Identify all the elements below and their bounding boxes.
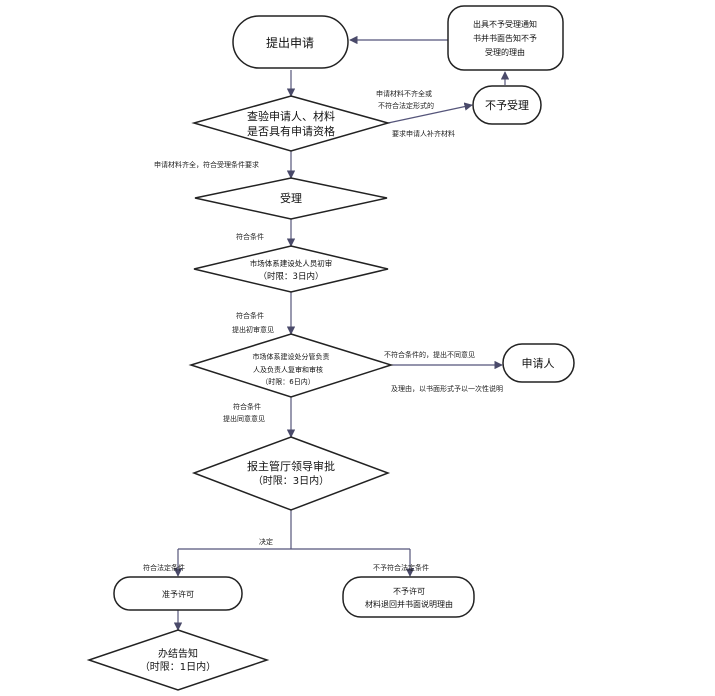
node-close-line2: （时限：1日内） — [140, 660, 216, 673]
node-reject-accept-label: 不予受理 — [485, 99, 529, 112]
node-review2-line3: （时限：6日内） — [261, 377, 314, 386]
node-accept-label: 受理 — [280, 192, 302, 205]
node-applicant-label: 申请人 — [522, 357, 555, 370]
label-meets3-line1: 符合条件 — [233, 402, 261, 411]
node-grant: 准予许可 — [113, 576, 243, 611]
node-approve-line1: 报主管厅领导审批 — [247, 459, 335, 473]
label-meets3-line2: 提出同意意见 — [223, 414, 265, 423]
node-notice-line3: 受理的理由 — [485, 47, 525, 57]
node-applicant: 申请人 — [502, 343, 575, 383]
node-review2-line2: 人及负责人复审和审核 — [253, 365, 323, 374]
node-notice-line1: 出具不予受理通知 — [473, 19, 537, 29]
node-accept: 受理 — [194, 177, 388, 220]
node-submit: 提出申请 — [232, 15, 349, 69]
node-check: 查验申请人、材料 是否具有申请资格 — [191, 95, 391, 152]
node-close: 办结告知 （时限：1日内） — [86, 629, 270, 691]
connectors — [173, 35, 510, 631]
label-meets2-line2: 提出初审意见 — [232, 325, 274, 334]
node-check-line2: 是否具有申请资格 — [247, 124, 335, 138]
label-legal: 符合法定条件 — [143, 563, 185, 572]
arrow-check-to-reject — [387, 102, 473, 124]
node-grant-label: 准予许可 — [162, 589, 194, 599]
node-review1-line1: 市场体系建设处人员初审 — [250, 258, 333, 268]
label-meets2-line1: 符合条件 — [236, 311, 264, 320]
node-review2: 市场体系建设处分管负责 人及负责人复审和审核 （时限：6日内） — [188, 333, 394, 398]
node-review1: 市场体系建设处人员初审 （时限：3日内） — [193, 245, 389, 293]
node-approve-line2: （时限：3日内） — [253, 474, 329, 487]
label-supplement: 要求申请人补齐材料 — [392, 129, 455, 138]
node-close-line1: 办结告知 — [158, 647, 198, 660]
label-decision: 决定 — [259, 537, 273, 546]
label-not-legal: 不予符合法定条件 — [373, 563, 429, 572]
label-reason: 及理由，以书面形式予以一次性说明 — [391, 384, 503, 393]
node-reject-accept: 不予受理 — [472, 85, 542, 125]
node-review1-line2: （时限：3日内） — [259, 271, 324, 282]
node-check-line1: 查验申请人、材料 — [247, 109, 335, 123]
node-notice: 出具不予受理通知 书并书面告知不予 受理的理由 — [447, 5, 564, 71]
label-not-meet: 不符合条件的，提出不同意见 — [384, 350, 475, 359]
node-review2-line1: 市场体系建设处分管负责 — [253, 352, 330, 361]
node-deny: 不予许可 材料退回并书面说明理由 — [342, 576, 475, 618]
label-complete: 申请材料齐全，符合受理条件要求 — [154, 160, 259, 169]
label-incomplete-line1: 申请材料不齐全或 — [376, 89, 432, 98]
node-deny-line1: 不予许可 — [393, 586, 425, 596]
node-notice-line2: 书并书面告知不予 — [473, 33, 537, 43]
label-meets1: 符合条件 — [236, 232, 264, 241]
node-submit-label: 提出申请 — [266, 35, 314, 50]
node-deny-line2: 材料退回并书面说明理由 — [365, 599, 453, 609]
edge-labels: 申请材料不齐全或 不符合法定形式的 要求申请人补齐材料 申请材料齐全，符合受理条… — [143, 89, 503, 572]
node-approve: 报主管厅领导审批 （时限：3日内） — [191, 436, 391, 511]
label-incomplete-line2: 不符合法定形式的 — [378, 101, 434, 110]
